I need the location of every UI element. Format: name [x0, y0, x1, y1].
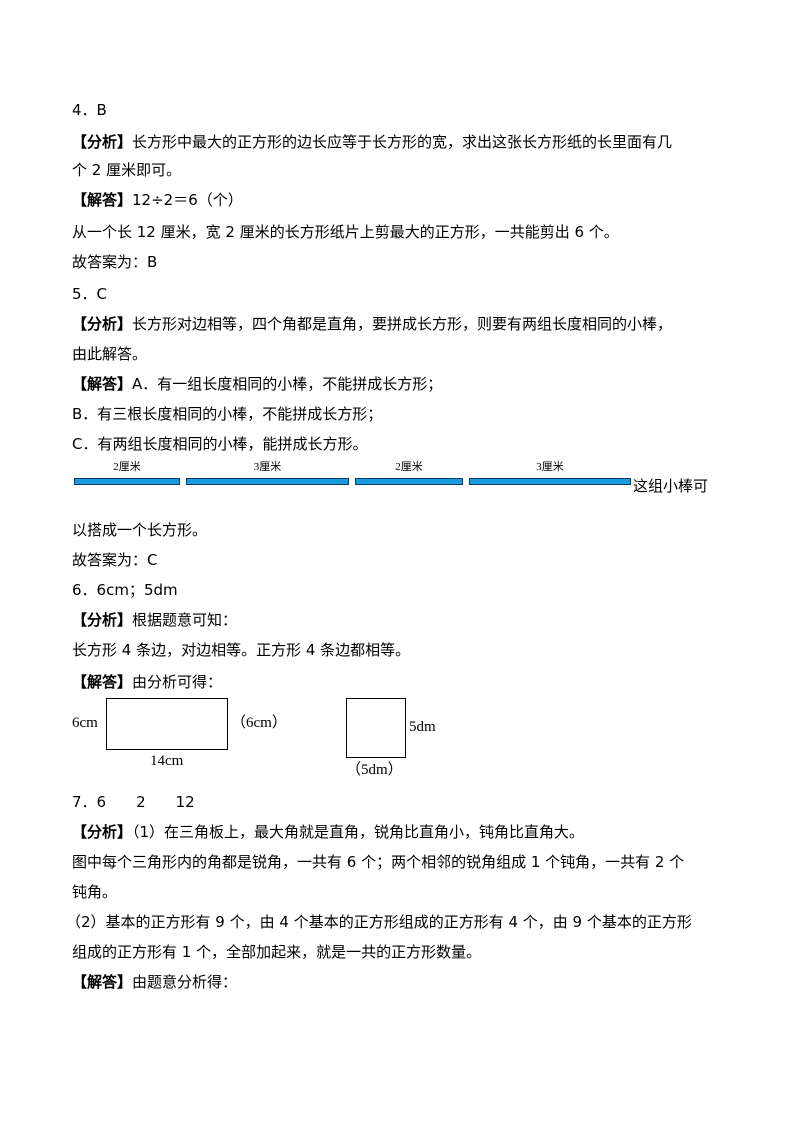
q4-answer-text-1: 12÷2＝6（个） [132, 191, 243, 209]
q4-analysis-text-1: 长方形中最大的正方形的边长应等于长方形的宽，求出这张长方形纸的长里面有几 [132, 133, 673, 151]
analysis-tag: 【分析】 [72, 611, 133, 629]
q7-answer-text-1: 由题意分析得： [132, 973, 238, 991]
analysis-tag: 【分析】 [72, 315, 133, 333]
q5-sticks-tail-2: 以搭成一个长方形。 [72, 521, 208, 539]
q6-analysis-line-2: 长方形 4 条边，对边相等。正方形 4 条边都相等。 [72, 641, 411, 659]
q5-option-c: C．有两组长度相同的小棒，能拼成长方形。 [72, 435, 368, 453]
q5-analysis-text-1: 长方形对边相等，四个角都是直角，要拼成长方形，则要有两组长度相同的小棒， [132, 315, 673, 333]
square-bottom-label: （5dm） [346, 762, 403, 778]
q7-heading: 7．6 2 12 [72, 793, 195, 811]
rectangle-shape [106, 698, 228, 750]
q5-heading: 5．C [72, 285, 108, 303]
answer-tag: 【解答】 [72, 191, 133, 209]
q6-analysis-text-1: 根据题意可知： [132, 611, 238, 629]
q5-analysis-line-1: 【分析】长方形对边相等，四个角都是直角，要拼成长方形，则要有两组长度相同的小棒， [72, 314, 672, 334]
q4-conclusion: 故答案为：B [72, 253, 158, 271]
q5-option-b: B．有三根长度相同的小棒，不能拼成长方形； [72, 405, 383, 423]
stick-label: 3厘米 [536, 461, 564, 473]
analysis-tag: 【分析】 [72, 823, 133, 841]
q4-analysis-line-2: 个 2 厘米即可。 [72, 161, 182, 179]
stick-3cm [469, 478, 631, 485]
answer-tag: 【解答】 [72, 673, 133, 691]
stick-label: 2厘米 [395, 461, 423, 473]
q6-answer-text-1: 由分析可得： [132, 673, 223, 691]
q5-option-a: A．有一组长度相同的小棒，不能拼成长方形； [132, 375, 443, 393]
rect-left-label: 6cm [72, 715, 98, 731]
q6-answer-line-1: 【解答】由分析可得： [72, 672, 222, 692]
stick-3cm [186, 478, 349, 485]
stick-label: 3厘米 [253, 461, 282, 473]
q7-analysis-line-3: 钝角。 [72, 883, 118, 901]
q5-sticks-tail: 这组小棒可 [633, 477, 709, 495]
q4-answer-line-2: 从一个长 12 厘米，宽 2 厘米的长方形纸片上剪最大的正方形，一共能剪出 6 … [72, 223, 619, 241]
q7-analysis-line-5: 组成的正方形有 1 个，全部加起来，就是一共的正方形数量。 [72, 943, 482, 961]
analysis-tag: 【分析】 [72, 133, 133, 151]
q4-answer-line-1: 【解答】12÷2＝6（个） [72, 190, 243, 210]
q4-analysis-line-1: 【分析】长方形中最大的正方形的边长应等于长方形的宽，求出这张长方形纸的长里面有几 [72, 132, 672, 152]
q6-heading: 6．6cm；5dm [72, 581, 178, 599]
q7-analysis-text-1: （1）在三角板上，最大角就是直角，锐角比直角小，钝角比直角大。 [132, 823, 585, 841]
q5-answer-line-1: 【解答】A．有一组长度相同的小棒，不能拼成长方形； [72, 374, 442, 394]
answer-tag: 【解答】 [72, 375, 133, 393]
stick-2cm [355, 478, 463, 485]
q7-analysis-line-1: 【分析】（1）在三角板上，最大角就是直角，锐角比直角小，钝角比直角大。 [72, 822, 584, 842]
q7-analysis-line-4: （2）基本的正方形有 9 个，由 4 个基本的正方形组成的正方形有 4 个，由 … [66, 913, 692, 931]
q4-heading: 4．B [72, 101, 107, 119]
stick-label: 2厘米 [113, 461, 141, 473]
q7-answer-line-1: 【解答】由题意分析得： [72, 972, 237, 992]
rect-bottom-label: 14cm [150, 753, 184, 769]
square-right-label: 5dm [409, 719, 436, 735]
rect-right-label: （6cm） [231, 715, 287, 731]
square-shape [346, 698, 406, 758]
stick-2cm [74, 478, 180, 485]
q5-conclusion: 故答案为：C [72, 551, 158, 569]
answer-tag: 【解答】 [72, 973, 133, 991]
q7-analysis-line-2: 图中每个三角形内的角都是锐角，一共有 6 个；两个相邻的锐角组成 1 个钝角，一… [72, 853, 685, 871]
q5-analysis-line-2: 由此解答。 [72, 345, 148, 363]
q6-analysis-line-1: 【分析】根据题意可知： [72, 610, 237, 630]
